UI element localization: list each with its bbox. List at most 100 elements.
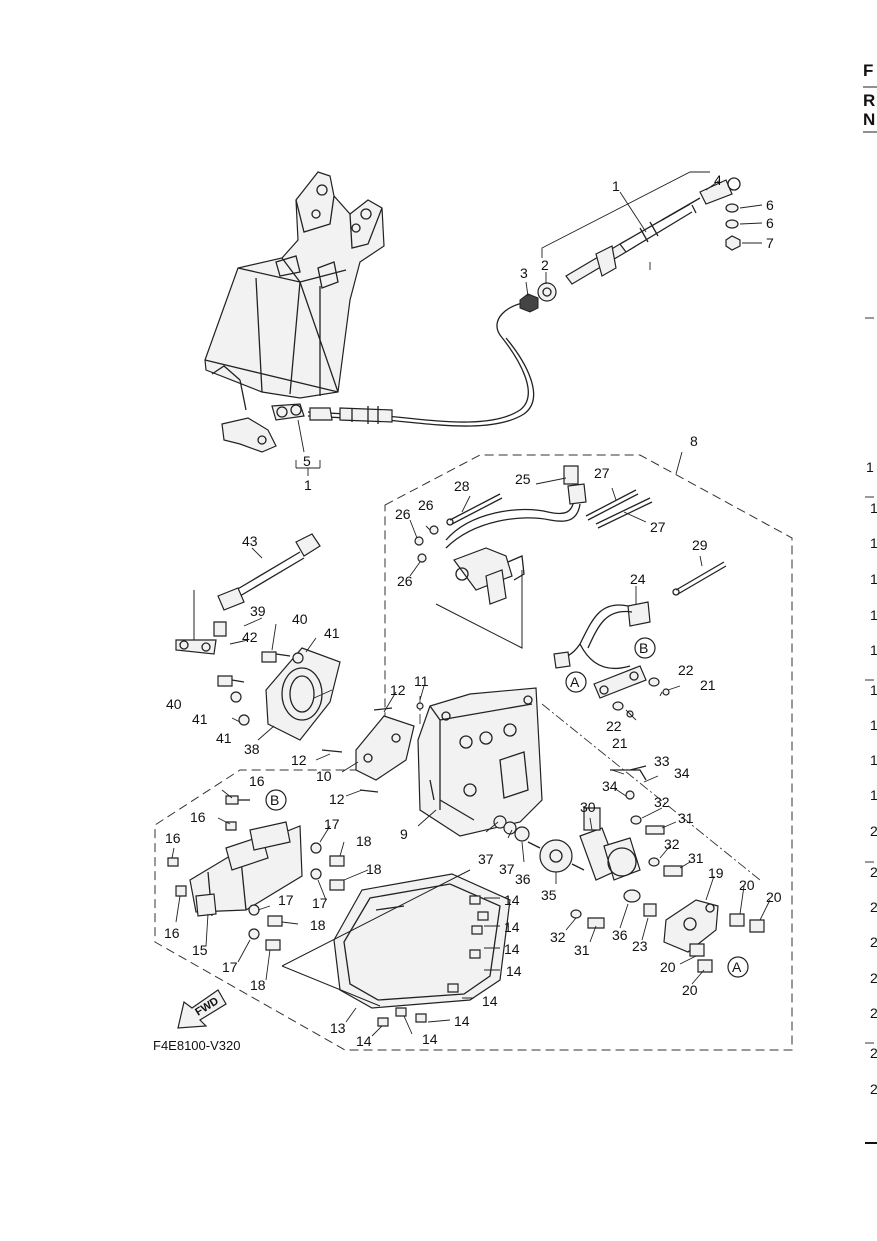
linkage-43 bbox=[217, 533, 321, 611]
callout-14h: 14 bbox=[422, 1031, 438, 1047]
callout-34b: 34 bbox=[602, 778, 618, 794]
washers-36-37 bbox=[493, 815, 641, 903]
edge-row-mark: 1 bbox=[870, 571, 877, 587]
cover-13 bbox=[281, 869, 511, 1009]
callout-1: 1 bbox=[612, 178, 620, 194]
callout-41: 41 bbox=[324, 625, 340, 641]
callout-20b: 20 bbox=[766, 889, 782, 905]
callout-24: 24 bbox=[630, 571, 646, 587]
edge-row-mark: 1 bbox=[870, 717, 877, 733]
callout-32c: 32 bbox=[550, 929, 566, 945]
shift-cable-1 bbox=[307, 177, 741, 427]
shift-motor-30 bbox=[527, 807, 641, 881]
edge-row-mark: 2 bbox=[870, 864, 877, 880]
cable-joint-lower bbox=[221, 403, 305, 453]
screws-26 bbox=[414, 525, 439, 563]
callout-6: 6 bbox=[766, 197, 774, 213]
hardware-small bbox=[519, 203, 741, 313]
callout-labels: 1 4 6 6 7 3 2 5 1 8 25 27 28 26 26 27 29… bbox=[153, 172, 782, 1053]
diagram-code: F4E8100-V320 bbox=[153, 1038, 240, 1053]
edge-row-mark: 1 bbox=[870, 500, 877, 516]
callout-42: 42 bbox=[242, 629, 258, 645]
callout-21b: 21 bbox=[612, 735, 628, 751]
wire-harness bbox=[435, 465, 587, 649]
callout-40b: 40 bbox=[166, 696, 182, 712]
bracket-19 bbox=[663, 899, 765, 973]
edge-row-mark: 2 bbox=[870, 899, 877, 915]
callout-34: 34 bbox=[674, 765, 690, 781]
position-sensor-24 bbox=[553, 601, 651, 699]
callout-30: 30 bbox=[580, 799, 596, 815]
callout-36: 36 bbox=[515, 871, 531, 887]
bracket-38 bbox=[265, 647, 341, 741]
callout-3: 3 bbox=[520, 265, 528, 281]
callout-27: 27 bbox=[594, 465, 610, 481]
controller-15 bbox=[189, 821, 303, 917]
callout-43: 43 bbox=[242, 533, 258, 549]
right-edge-column: F R N 1 1 1 1 1 1 1 1 1 1 2 2 2 2 2 2 2 … bbox=[863, 61, 877, 1144]
edge-row-mark: 1 bbox=[870, 642, 877, 658]
callout-9: 9 bbox=[400, 826, 408, 842]
actuator-housing-9 bbox=[417, 687, 761, 881]
callout-17c: 17 bbox=[312, 895, 328, 911]
bolts-misc bbox=[217, 651, 424, 793]
callout-18d: 18 bbox=[250, 977, 266, 993]
callout-32b: 32 bbox=[664, 836, 680, 852]
hardware-31-34 bbox=[570, 765, 683, 929]
steering-bracket bbox=[204, 171, 385, 411]
callout-27b: 27 bbox=[650, 519, 666, 535]
ref-a-1: A bbox=[570, 674, 580, 690]
callout-14b: 14 bbox=[504, 919, 520, 935]
callout-31c: 31 bbox=[574, 942, 590, 958]
callout-40: 40 bbox=[292, 611, 308, 627]
edge-row-mark: 2 bbox=[870, 934, 877, 950]
callout-14e: 14 bbox=[482, 993, 498, 1009]
callout-37: 37 bbox=[478, 851, 494, 867]
callout-11: 11 bbox=[414, 673, 429, 689]
cable-ties bbox=[446, 489, 727, 596]
callout-20c: 20 bbox=[660, 959, 676, 975]
callout-35: 35 bbox=[541, 887, 557, 903]
callout-36b: 36 bbox=[612, 927, 628, 943]
callout-12: 12 bbox=[390, 682, 406, 698]
small-washers-21-22 bbox=[612, 677, 670, 718]
edge-row-mark: 2 bbox=[870, 1081, 877, 1097]
ref-b-1: B bbox=[639, 640, 648, 656]
screws-14 bbox=[377, 895, 489, 1027]
callout-5: 5 bbox=[303, 453, 311, 469]
edge-row-mark: 2 bbox=[870, 970, 877, 986]
callout-29: 29 bbox=[692, 537, 708, 553]
callout-22b: 22 bbox=[606, 718, 622, 734]
edge-header-r: R bbox=[863, 91, 875, 110]
assembly-8-outline bbox=[154, 454, 793, 1051]
edge-header-n: N bbox=[863, 110, 875, 129]
callout-22: 22 bbox=[678, 662, 694, 678]
callout-8: 8 bbox=[690, 433, 698, 449]
edge-row-mark: 2 bbox=[870, 823, 877, 839]
edge-row-mark: 2 bbox=[870, 1045, 877, 1061]
callout-32: 32 bbox=[654, 794, 670, 810]
callout-28: 28 bbox=[454, 478, 470, 494]
edge-row-mark: 2 bbox=[870, 1005, 877, 1021]
callout-21: 21 bbox=[700, 677, 716, 693]
callout-14c: 14 bbox=[504, 941, 520, 957]
edge-header-f: F bbox=[863, 61, 873, 80]
callout-31b: 31 bbox=[688, 850, 704, 866]
ref-b-2: B bbox=[270, 792, 279, 808]
callout-25: 25 bbox=[515, 471, 531, 487]
edge-row-mark: 1 bbox=[870, 787, 877, 803]
edge-row-mark: 1 bbox=[870, 607, 877, 623]
leader-lines bbox=[171, 179, 771, 1037]
callout-14d: 14 bbox=[506, 963, 522, 979]
callout-14g: 14 bbox=[356, 1033, 372, 1049]
edge-row-mark: 1 bbox=[866, 459, 874, 475]
plate-10 bbox=[355, 715, 415, 781]
callout-12c: 12 bbox=[329, 791, 345, 807]
callout-16c: 16 bbox=[165, 830, 181, 846]
callout-19: 19 bbox=[708, 865, 724, 881]
callout-26c: 26 bbox=[397, 573, 413, 589]
callout-18b: 18 bbox=[366, 861, 382, 877]
callout-14: 14 bbox=[504, 892, 520, 908]
callout-23: 23 bbox=[632, 938, 648, 954]
callout-15: 15 bbox=[192, 942, 208, 958]
